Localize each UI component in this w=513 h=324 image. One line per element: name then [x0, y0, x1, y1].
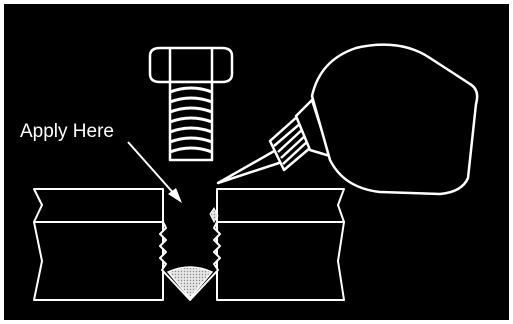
hex-bolt-icon [148, 46, 234, 162]
base-block-left [33, 221, 164, 301]
apply-here-label: Apply Here [20, 121, 114, 142]
top-plate-right [216, 188, 345, 223]
pointer-arrow-icon [127, 141, 182, 203]
threaded-hole-icon [159, 207, 221, 301]
base-block-right [216, 221, 345, 301]
top-plate-left [33, 188, 164, 223]
bolt-threads [169, 86, 213, 154]
adhesive-bottle-icon [216, 43, 479, 196]
droplet [209, 207, 219, 223]
thread-compound [166, 266, 214, 300]
